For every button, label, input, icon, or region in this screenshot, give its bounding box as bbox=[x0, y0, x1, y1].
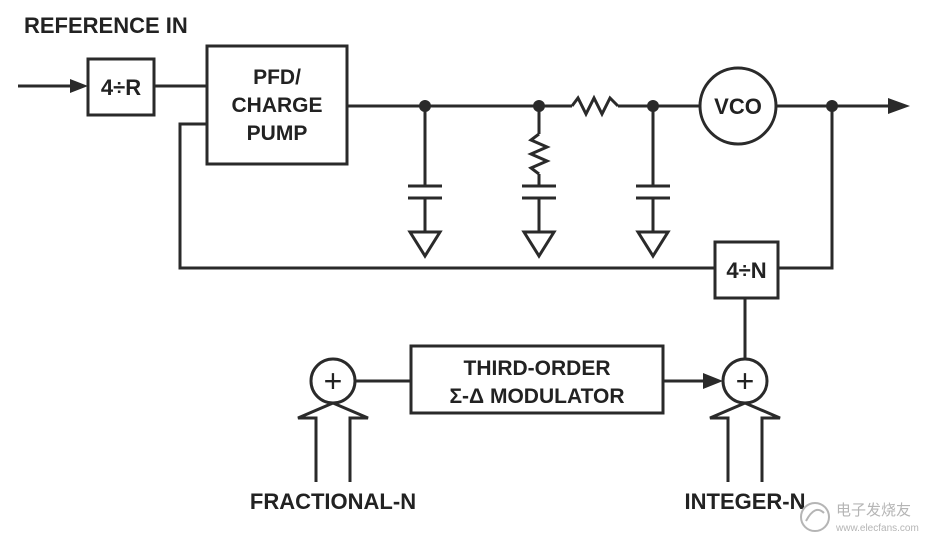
sigma-delta-modulator-block: THIRD-ORDER Σ-Δ MODULATOR bbox=[409, 344, 665, 415]
wire-feedback-to-pfd bbox=[178, 122, 715, 270]
reference-divider-label: 4÷R bbox=[101, 75, 141, 100]
fractional-n-label: FRACTIONAL-N bbox=[250, 489, 416, 514]
pfd-label-line3: PUMP bbox=[247, 122, 308, 145]
integer-adder-symbol: + bbox=[736, 363, 755, 399]
watermark-url-text: www.elecfans.com bbox=[835, 523, 919, 534]
modulator-label-line1: THIRD-ORDER bbox=[464, 357, 611, 380]
output-arrow bbox=[776, 98, 910, 114]
fractional-input-arrow bbox=[297, 401, 369, 482]
watermark-cn-text: 电子发烧友 bbox=[836, 502, 911, 519]
pfd-label-line2: CHARGE bbox=[231, 94, 322, 117]
wire-output-to-div-n bbox=[778, 106, 834, 270]
modulator-output-arrowhead bbox=[703, 373, 723, 389]
watermark-logo-icon bbox=[800, 502, 830, 532]
pfd-label-line1: PFD/ bbox=[253, 66, 301, 89]
feedback-divider-label: 4÷N bbox=[726, 258, 766, 283]
pfd-charge-pump-block: PFD/ CHARGE PUMP bbox=[205, 44, 349, 166]
integer-n-label: INTEGER-N bbox=[685, 489, 806, 514]
reference-divider-block: 4÷R bbox=[86, 57, 156, 117]
filter-capacitor-2 bbox=[635, 100, 671, 259]
filter-capacitor-1 bbox=[407, 100, 443, 259]
vco-label: VCO bbox=[714, 94, 762, 119]
vco-block: VCO bbox=[698, 66, 778, 146]
fractional-adder: + bbox=[309, 357, 357, 405]
watermark: 电子发烧友 www.elecfans.com bbox=[800, 502, 919, 534]
fractional-adder-symbol: + bbox=[324, 363, 343, 399]
integer-adder: + bbox=[721, 357, 769, 405]
modulator-label-line2: Σ-Δ MODULATOR bbox=[449, 385, 624, 408]
integer-input-arrow bbox=[709, 401, 781, 482]
filter-resistor-capacitor bbox=[521, 100, 557, 259]
reference-in-label: REFERENCE IN bbox=[24, 13, 188, 38]
input-arrow bbox=[18, 79, 88, 93]
series-resistor bbox=[570, 94, 620, 118]
feedback-divider-block: 4÷N bbox=[713, 240, 780, 300]
